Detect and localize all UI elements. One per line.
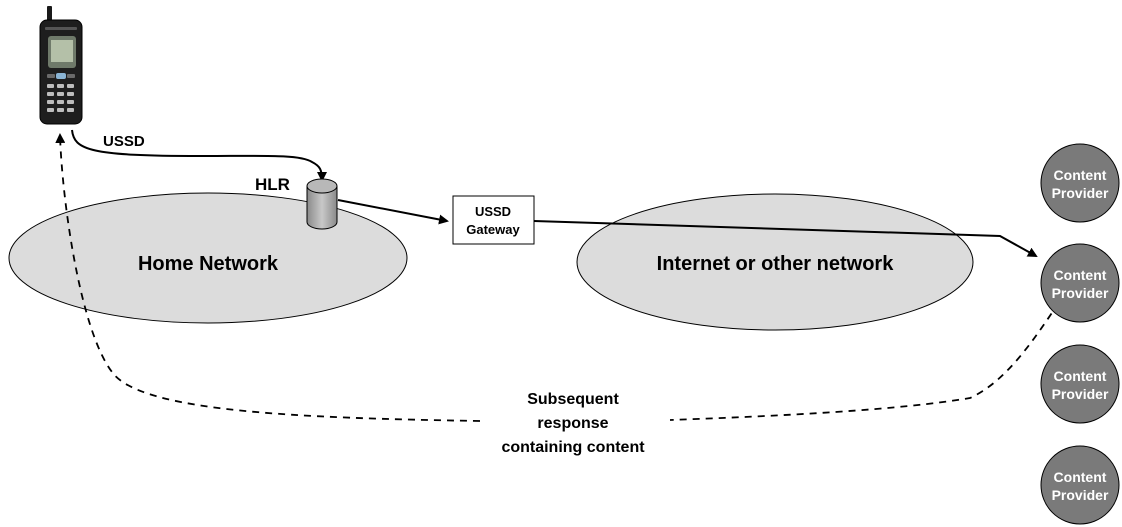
gateway-label-line1: USSD [475,204,511,219]
response-dashed-path-right [669,291,1067,421]
ussd-label: USSD [103,133,145,150]
ussd-gateway-box [452,195,535,245]
home-network-ellipse [8,192,408,324]
response-label-line3: containing content [501,439,645,456]
provider-label-line1: Content [1054,469,1107,485]
internet-network-label: Internet or other network [657,253,895,275]
hlr-to-gateway-arrow [337,199,449,225]
content-provider-2: Content Provider [1040,243,1120,323]
provider-label-line1: Content [1054,368,1107,384]
internet-network-ellipse [576,193,974,331]
provider-label-line1: Content [1054,167,1107,183]
provider-label-line1: Content [1054,267,1107,283]
response-dashed-path [55,133,481,422]
ussd-request-arrow [71,129,327,182]
hlr-label: HLR [255,175,290,194]
content-provider-3: Content Provider [1040,344,1120,424]
hlr-database-icon [306,178,338,230]
content-provider-1: Content Provider [1040,143,1120,223]
gateway-label-line2: Gateway [466,222,520,237]
provider-label-line2: Provider [1052,185,1109,201]
response-label-line2: response [537,415,608,432]
gateway-to-provider-line [533,220,1038,257]
provider-label-line2: Provider [1052,285,1109,301]
content-provider-4: Content Provider [1040,445,1120,525]
provider-label-line2: Provider [1052,386,1109,402]
mobile-phone-icon [39,6,83,125]
provider-label-line2: Provider [1052,487,1109,503]
home-network-label: Home Network [138,253,279,275]
response-label-line1: Subsequent [527,391,619,408]
